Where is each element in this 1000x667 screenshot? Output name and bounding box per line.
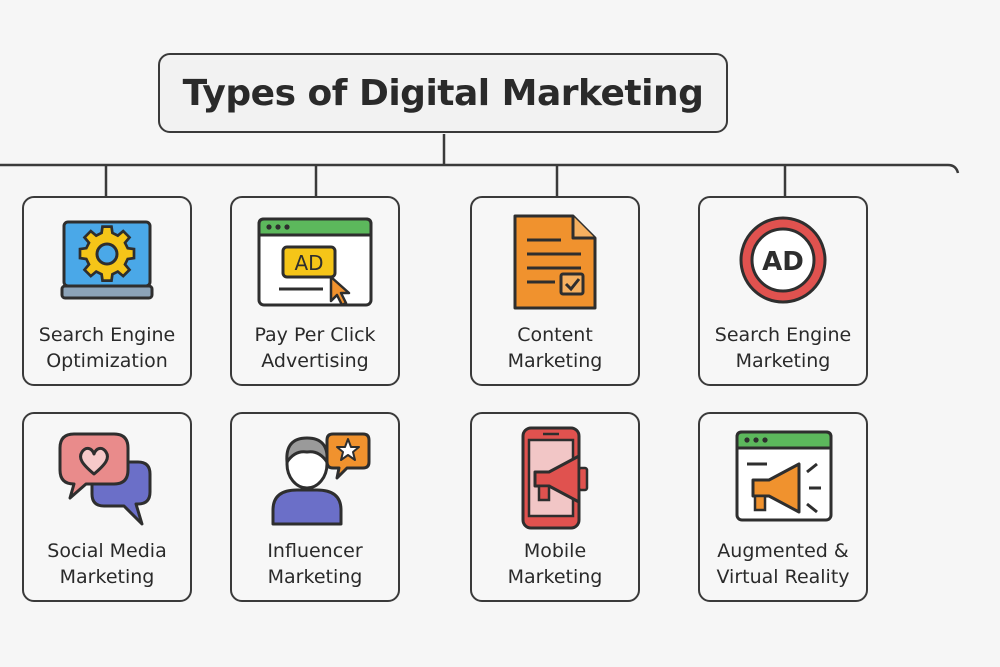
browser-megaphone-icon: [700, 428, 866, 528]
card-social-media: Social Media Marketing: [22, 412, 192, 602]
diagram-title: Types of Digital Marketing: [182, 72, 704, 114]
card-seo: Search Engine Optimization: [22, 196, 192, 386]
card-label-line2: Marketing: [735, 350, 831, 372]
person-star-icon: [232, 428, 398, 528]
card-label-line1: Augmented &: [717, 540, 849, 562]
card-label-line1: Content: [517, 324, 593, 346]
card-label: Influencer Marketing: [234, 538, 396, 590]
card-ar-vr: Augmented & Virtual Reality: [698, 412, 868, 602]
title-box: Types of Digital Marketing: [158, 53, 728, 133]
ad-badge-icon: AD: [700, 212, 866, 312]
content-document-icon: [472, 212, 638, 312]
ad-badge-text: AD: [762, 247, 804, 277]
card-label-line1: Search Engine: [38, 324, 176, 346]
card-label: Augmented & Virtual Reality: [702, 538, 864, 590]
ppc-ad-browser-icon: AD: [232, 212, 398, 312]
card-content: Content Marketing: [470, 196, 640, 386]
card-label-line1: Influencer: [267, 540, 363, 562]
card-label-line1: Search Engine: [714, 324, 852, 346]
card-label-line2: Optimization: [46, 350, 168, 372]
card-label-line2: Marketing: [507, 566, 603, 588]
card-label-line2: Marketing: [507, 350, 603, 372]
seo-gear-laptop-icon: [24, 212, 190, 312]
phone-megaphone-icon: [472, 426, 638, 530]
card-label: Social Media Marketing: [26, 538, 188, 590]
ad-text: AD: [294, 251, 323, 275]
chat-bubbles-heart-icon: [24, 428, 190, 528]
card-label-line1: Mobile: [523, 540, 587, 562]
card-label-line1: Pay Per Click: [254, 324, 376, 346]
card-sem: AD Search Engine Marketing: [698, 196, 868, 386]
card-label-line2: Marketing: [59, 566, 155, 588]
card-label: Content Marketing: [474, 322, 636, 374]
card-label: Mobile Marketing: [474, 538, 636, 590]
card-ppc: AD Pay Per Click Advertising: [230, 196, 400, 386]
card-label: Search Engine Optimization: [26, 322, 188, 374]
card-label-line1: Social Media: [47, 540, 167, 562]
card-label: Pay Per Click Advertising: [234, 322, 396, 374]
card-label-line2: Advertising: [261, 350, 369, 372]
card-mobile: Mobile Marketing: [470, 412, 640, 602]
card-label: Search Engine Marketing: [702, 322, 864, 374]
card-influencer: Influencer Marketing: [230, 412, 400, 602]
card-label-line2: Marketing: [267, 566, 363, 588]
card-label-line2: Virtual Reality: [716, 566, 850, 588]
